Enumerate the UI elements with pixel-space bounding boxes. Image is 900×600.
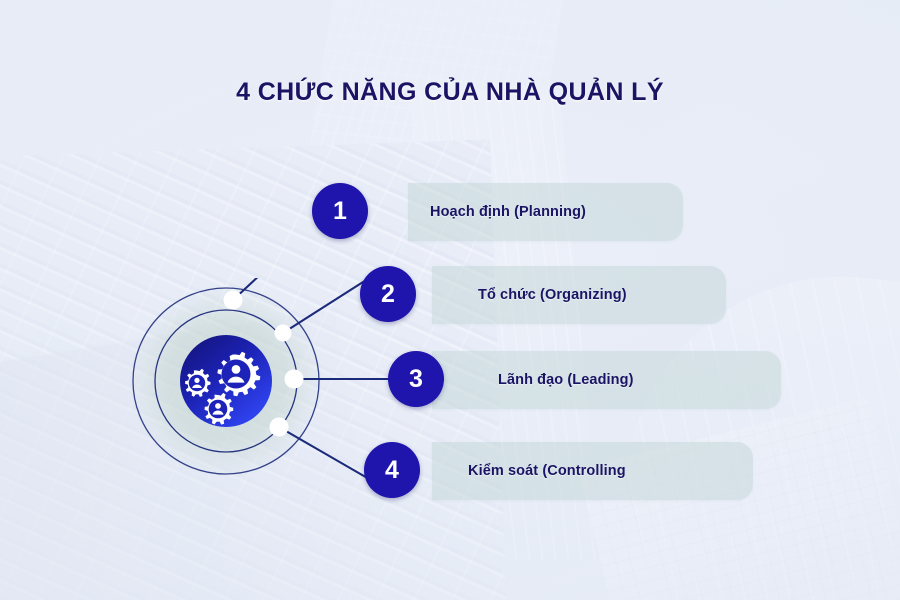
function-bar-2: [432, 266, 726, 324]
node-1: [223, 290, 243, 310]
function-row-4[interactable]: Kiểm soát (Controlling 4: [364, 442, 764, 500]
function-number-4: 4: [364, 442, 420, 498]
function-row-1[interactable]: Hoạch định (Planning) 1: [312, 183, 692, 241]
page-title: 4 CHỨC NĂNG CỦA NHÀ QUẢN LÝ: [236, 78, 664, 106]
connector-line-4: [277, 425, 378, 484]
connector-nodes: [223, 290, 304, 437]
function-label-1: Hoạch định (Planning): [430, 204, 586, 220]
connector-line-1: [231, 278, 259, 302]
function-row-2[interactable]: Tổ chức (Organizing) 2: [360, 266, 740, 324]
connector-lines: [231, 278, 402, 484]
outer-ring: [132, 287, 320, 475]
function-number-1: 1: [312, 183, 368, 239]
connector-line-2: [281, 278, 372, 335]
function-bar-1: [408, 183, 683, 241]
function-label-3: Lãnh đạo (Leading): [498, 372, 634, 388]
node-4: [269, 417, 289, 437]
node-2: [274, 324, 292, 342]
function-bar-4: [432, 442, 753, 500]
function-bar-3: [432, 351, 781, 409]
function-number-2: 2: [360, 266, 416, 322]
function-label-2: Tổ chức (Organizing): [478, 287, 627, 303]
central-emblem: [124, 278, 402, 484]
gears-people-icon: [185, 351, 261, 425]
node-3: [284, 369, 304, 389]
function-row-3[interactable]: Lãnh đạo (Leading) 3: [388, 351, 788, 409]
function-number-3: 3: [388, 351, 444, 407]
emblem-svg: [130, 278, 402, 484]
function-label-4: Kiểm soát (Controlling: [468, 463, 626, 479]
